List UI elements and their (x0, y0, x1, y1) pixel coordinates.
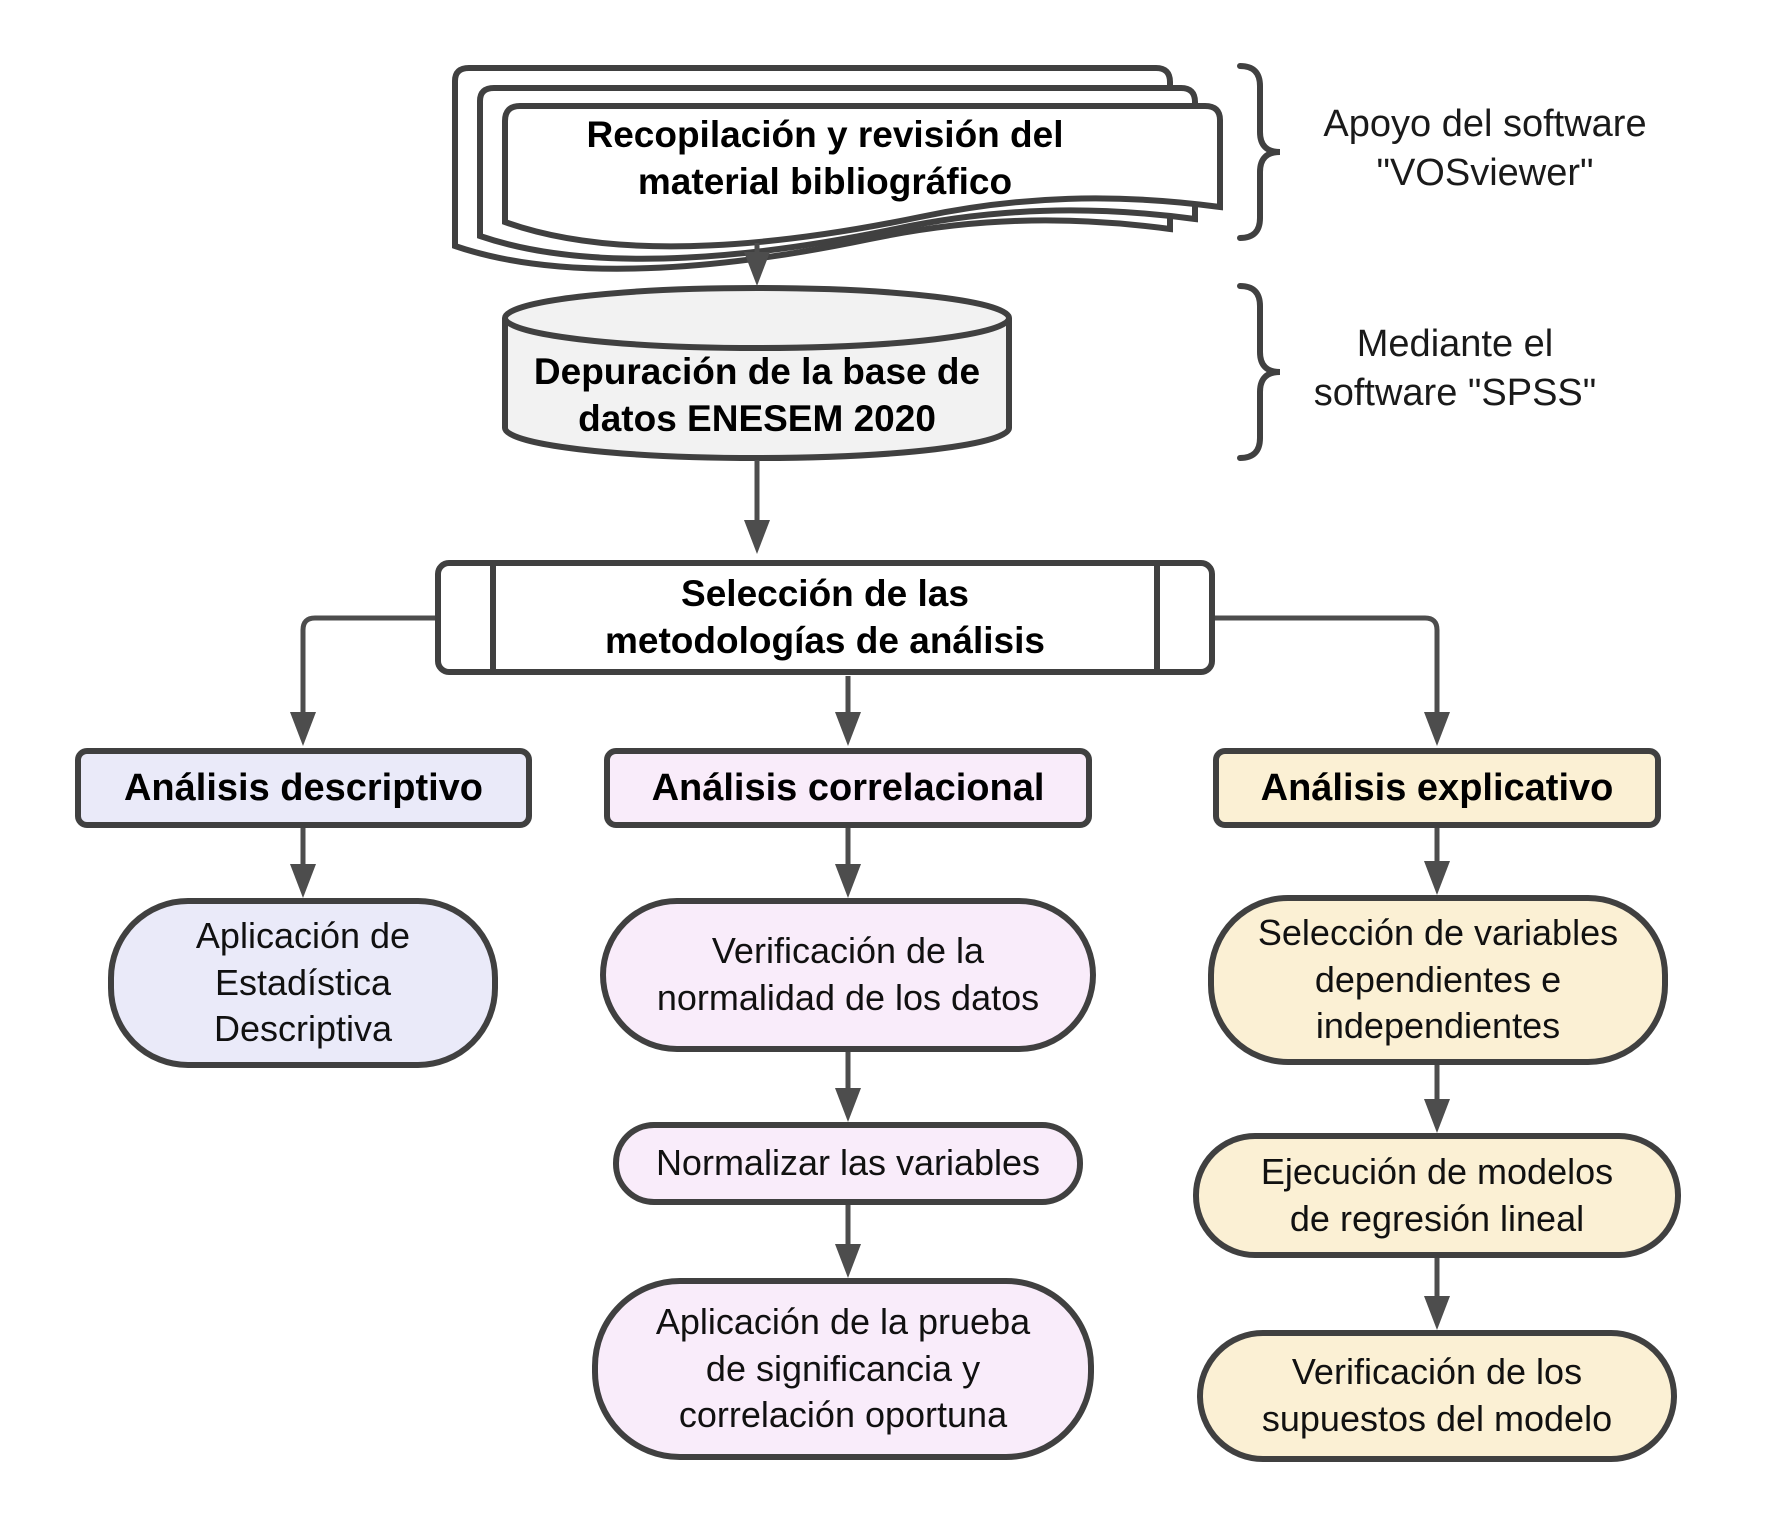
flow-arrows (300, 243, 1440, 1298)
step-regresion-lineal: Ejecución de modelos de regresión lineal (1193, 1133, 1681, 1258)
curly-brace-icon (1237, 63, 1281, 241)
step-verificacion-normalidad: Verificación de la normalidad de los dat… (600, 898, 1096, 1052)
document-label: Recopilación y revisión del material bib… (586, 114, 1064, 202)
arrowhead-icon (1424, 861, 1450, 895)
step-verificacion-supuestos: Verificación de los supuestos del modelo (1197, 1330, 1677, 1462)
annotation-spss: Mediante el software "SPSS" (1313, 323, 1597, 415)
database-label: Depuración de la base de datos ENESEM 20… (533, 351, 981, 439)
branch-connector-line (1215, 615, 1440, 714)
arrowheads (290, 252, 1450, 1330)
document-stack-shape (452, 65, 1223, 272)
database-cylinder-shape (502, 285, 1012, 461)
branch-header-explicativo: Análisis explicativo (1213, 748, 1661, 828)
branch-header-correlacional: Análisis correlacional (604, 748, 1092, 828)
annotation-vosviewer: Apoyo del software "VOSviewer" (1323, 103, 1647, 195)
arrowhead-icon (835, 712, 861, 746)
arrowhead-icon (1424, 1296, 1450, 1330)
arrowhead-icon (835, 1244, 861, 1278)
arrowhead-icon (1424, 1099, 1450, 1133)
step-prueba-significancia: Aplicación de la prueba de significancia… (592, 1278, 1094, 1460)
step-estadistica-descriptiva: Aplicación de Estadística Descriptiva (108, 898, 498, 1068)
arrowhead-icon (835, 1088, 861, 1122)
predefined-process-bar (490, 566, 496, 669)
arrowhead-icon (744, 252, 770, 286)
predefined-process-bar (1154, 566, 1160, 669)
arrowhead-icon (744, 520, 770, 554)
selection-process-box: Selección de las metodologías de análisi… (435, 560, 1215, 675)
arrowhead-icon (290, 864, 316, 898)
branch-connector-line (300, 615, 435, 714)
arrowhead-icon (835, 864, 861, 898)
cylinder-top-shape (502, 285, 1012, 351)
document-page-shape (502, 103, 1223, 250)
curly-brace-icon (1237, 283, 1281, 461)
step-seleccion-variables: Selección de variables dependientes e in… (1208, 895, 1668, 1065)
cylinder-body-shape (502, 318, 1012, 461)
step-normalizar-variables: Normalizar las variables (613, 1122, 1083, 1205)
selection-label: Selección de las metodologías de análisi… (604, 572, 1045, 661)
branch-header-descriptivo: Análisis descriptivo (75, 748, 532, 828)
arrowhead-icon (1424, 712, 1450, 746)
arrowhead-icon (290, 712, 316, 746)
